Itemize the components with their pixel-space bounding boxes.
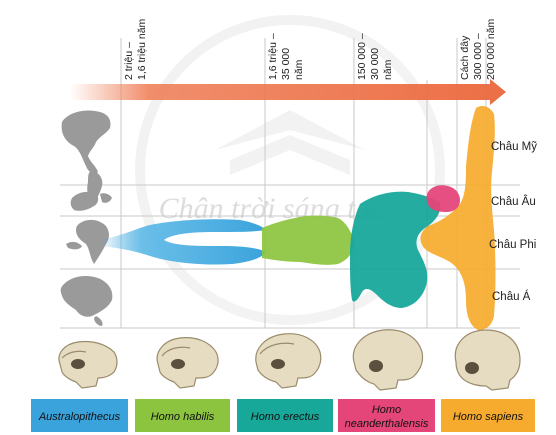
homo-neanderthalensis-range: [426, 185, 460, 212]
period-label-3: Cách đây300 000 –200 000 năm: [459, 18, 497, 80]
region-label-americas: Châu Mỹ: [491, 141, 537, 153]
legend-australopithecus: Australopithecus: [31, 399, 128, 432]
region-label-asia: Châu Á: [492, 290, 531, 303]
period-label-0: 2 triệu –1,6 triệu năm: [123, 18, 148, 80]
period-lines: [120, 38, 487, 328]
legend-homo-habilis: Homo habilis: [135, 399, 230, 432]
svg-text:Homo erectus: Homo erectus: [251, 411, 320, 423]
timeline-arrow: [70, 79, 506, 105]
homo-erectus-range: [350, 191, 441, 308]
svg-text:Cách đây300 000 –200 000 năm: Cách đây300 000 –200 000 năm: [459, 18, 497, 80]
europe-map-icon: [70, 191, 112, 211]
skull-icon: [454, 329, 521, 391]
skull-icon: [156, 337, 219, 389]
region-label-europe: Châu Âu: [491, 195, 536, 208]
svg-text:1,6 triệu –35 000năm: 1,6 triệu –35 000năm: [267, 33, 305, 80]
skull-icon: [352, 329, 424, 391]
legend-homo-erectus: Homo erectus: [237, 399, 333, 432]
svg-text:Homo habilis: Homo habilis: [151, 411, 215, 423]
watermark-text: Chân trời sáng tạo: [159, 192, 386, 225]
asia-map-icon: [60, 276, 113, 326]
australopithecus-range: [100, 219, 266, 265]
homo-sapiens-range: [420, 106, 496, 330]
period-label-1: 1,6 triệu –35 000năm: [267, 33, 305, 80]
period-label-2: 150 000 –30 000năm: [356, 33, 394, 80]
watermark: [135, 15, 445, 325]
region-label-africa: Châu Phi: [489, 239, 536, 251]
region-bands: [60, 184, 520, 329]
skull-icon: [58, 340, 118, 389]
svg-text:150 000 –30 000năm: 150 000 –30 000năm: [356, 33, 394, 80]
svg-text:Homo sapiens: Homo sapiens: [453, 411, 524, 423]
skull-icon: [255, 333, 322, 389]
africa-map-icon: [66, 219, 109, 264]
homo-habilis-range: [262, 215, 354, 265]
svg-text:2 triệu –1,6 triệu năm: 2 triệu –1,6 triệu năm: [123, 18, 148, 80]
north-america-map-icon: [61, 110, 111, 206]
svg-text:Australopithecus: Australopithecus: [38, 411, 121, 423]
legend-homo-sapiens: Homo sapiens: [441, 399, 535, 432]
